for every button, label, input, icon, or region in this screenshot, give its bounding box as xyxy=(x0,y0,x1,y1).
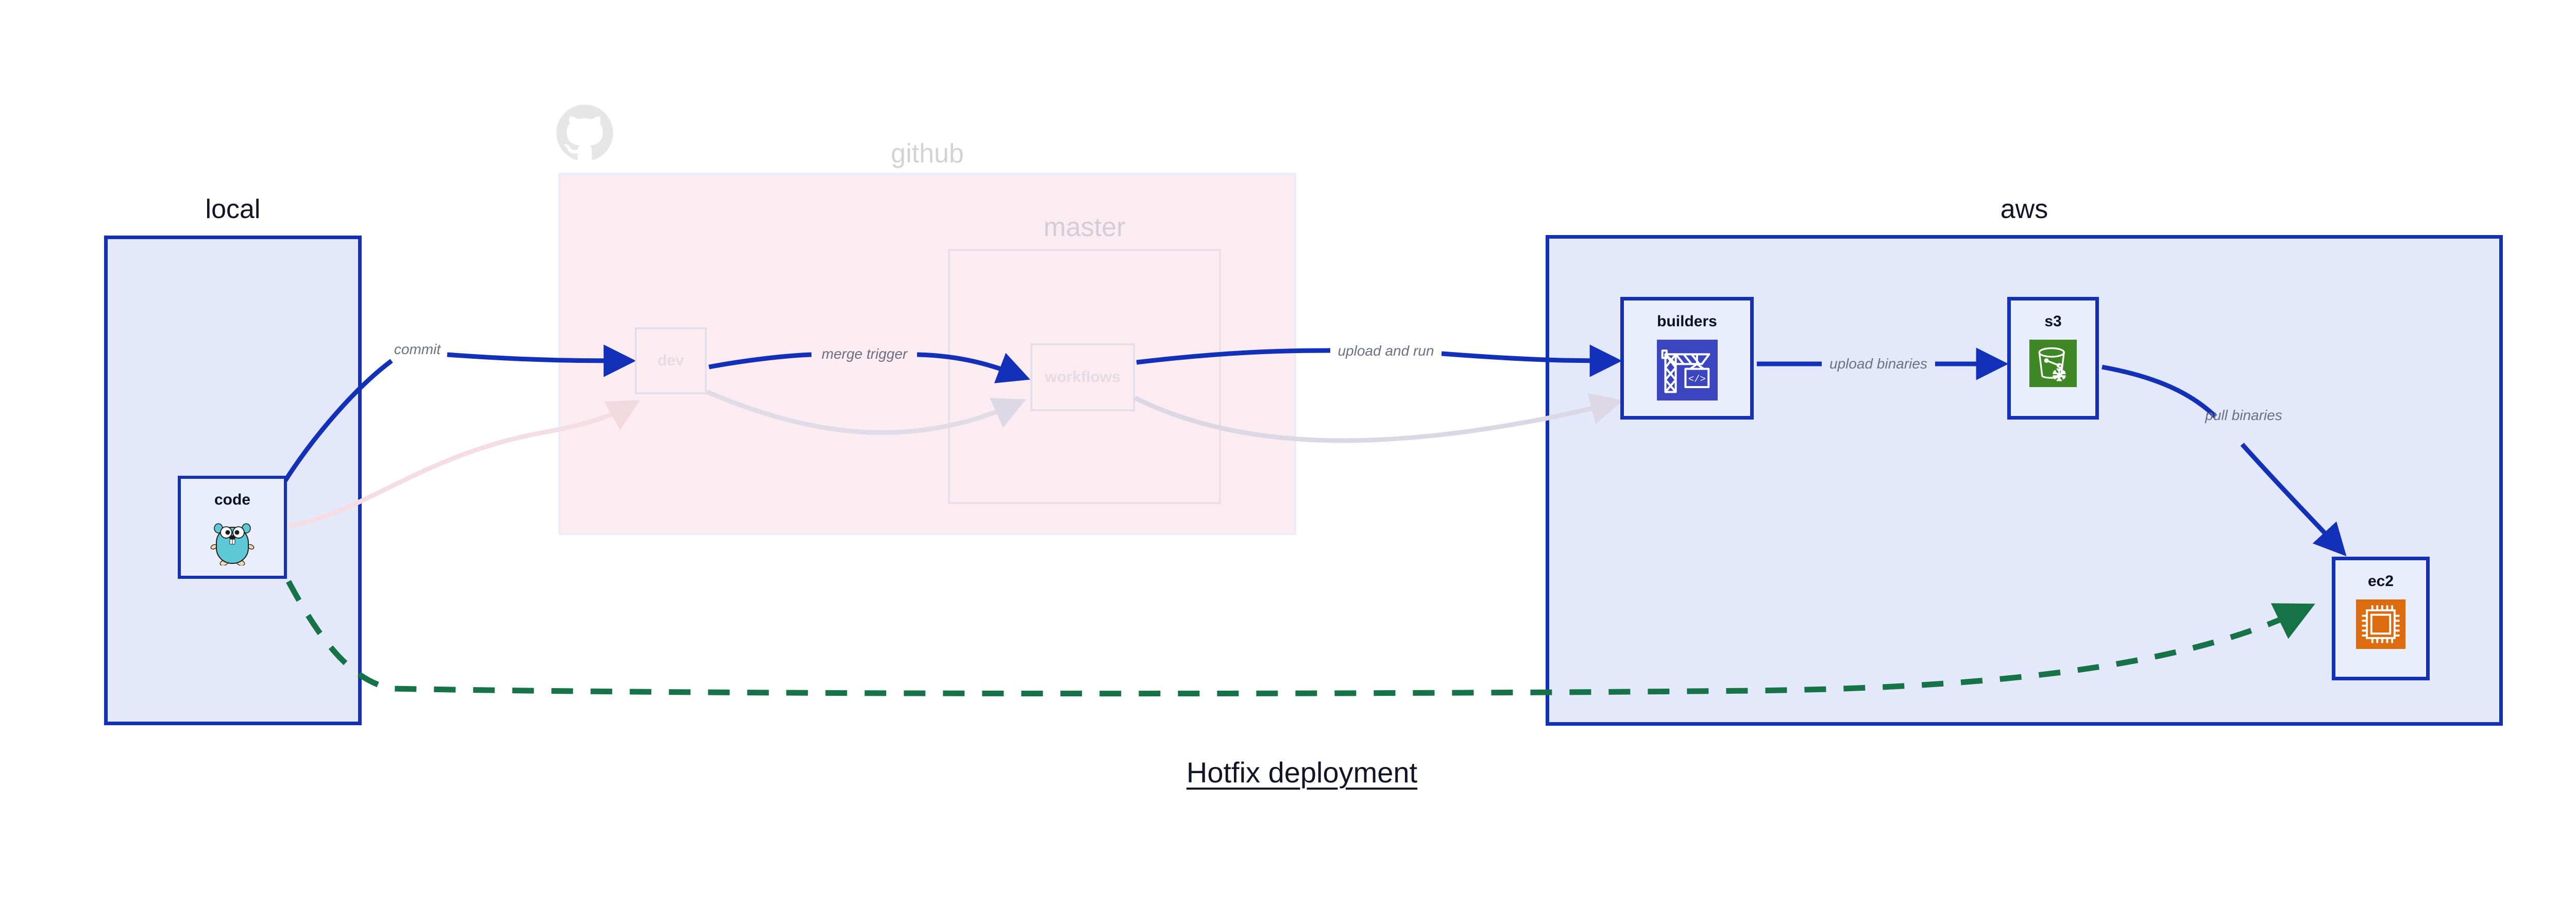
node-builders-label: builders xyxy=(1657,313,1717,330)
svg-text:</>: </> xyxy=(1688,373,1705,385)
aws-ec2-chip-icon xyxy=(2356,599,2405,649)
cluster-local-label: local xyxy=(205,194,261,224)
github-octocat-icon xyxy=(556,105,613,160)
cluster-aws-label: aws xyxy=(2000,194,2048,224)
node-workflows-label: workflows xyxy=(1045,369,1121,386)
node-s3-label: s3 xyxy=(2044,313,2062,330)
aws-codebuild-icon: </> xyxy=(1656,340,1718,400)
edge-label-commit: commit xyxy=(394,341,441,357)
node-ec2-label: ec2 xyxy=(2367,573,2394,590)
cluster-github-label: github xyxy=(891,139,964,169)
edge-label-merge-trigger: merge trigger xyxy=(821,346,908,362)
edge-label-pull-binaries: pull binaries xyxy=(2205,407,2282,423)
node-builders[interactable]: builders </> xyxy=(1620,297,1754,420)
node-code-label: code xyxy=(214,491,251,508)
node-ec2[interactable]: ec2 xyxy=(2332,557,2430,680)
edge-label-upload-binaries: upload binaries xyxy=(1829,356,1927,372)
go-gopher-icon xyxy=(210,523,255,565)
aws-s3-glacier-icon xyxy=(2029,340,2077,387)
node-workflows[interactable]: workflows xyxy=(1030,343,1135,411)
node-dev[interactable]: dev xyxy=(635,327,707,394)
diagram-title: Hotfix deployment xyxy=(1186,756,1418,789)
node-s3[interactable]: s3 xyxy=(2007,297,2099,420)
edge-label-upload-and-run: upload and run xyxy=(1337,343,1434,359)
node-dev-label: dev xyxy=(657,352,684,369)
node-code[interactable]: code xyxy=(178,476,287,579)
cluster-master-label: master xyxy=(1043,212,1126,242)
